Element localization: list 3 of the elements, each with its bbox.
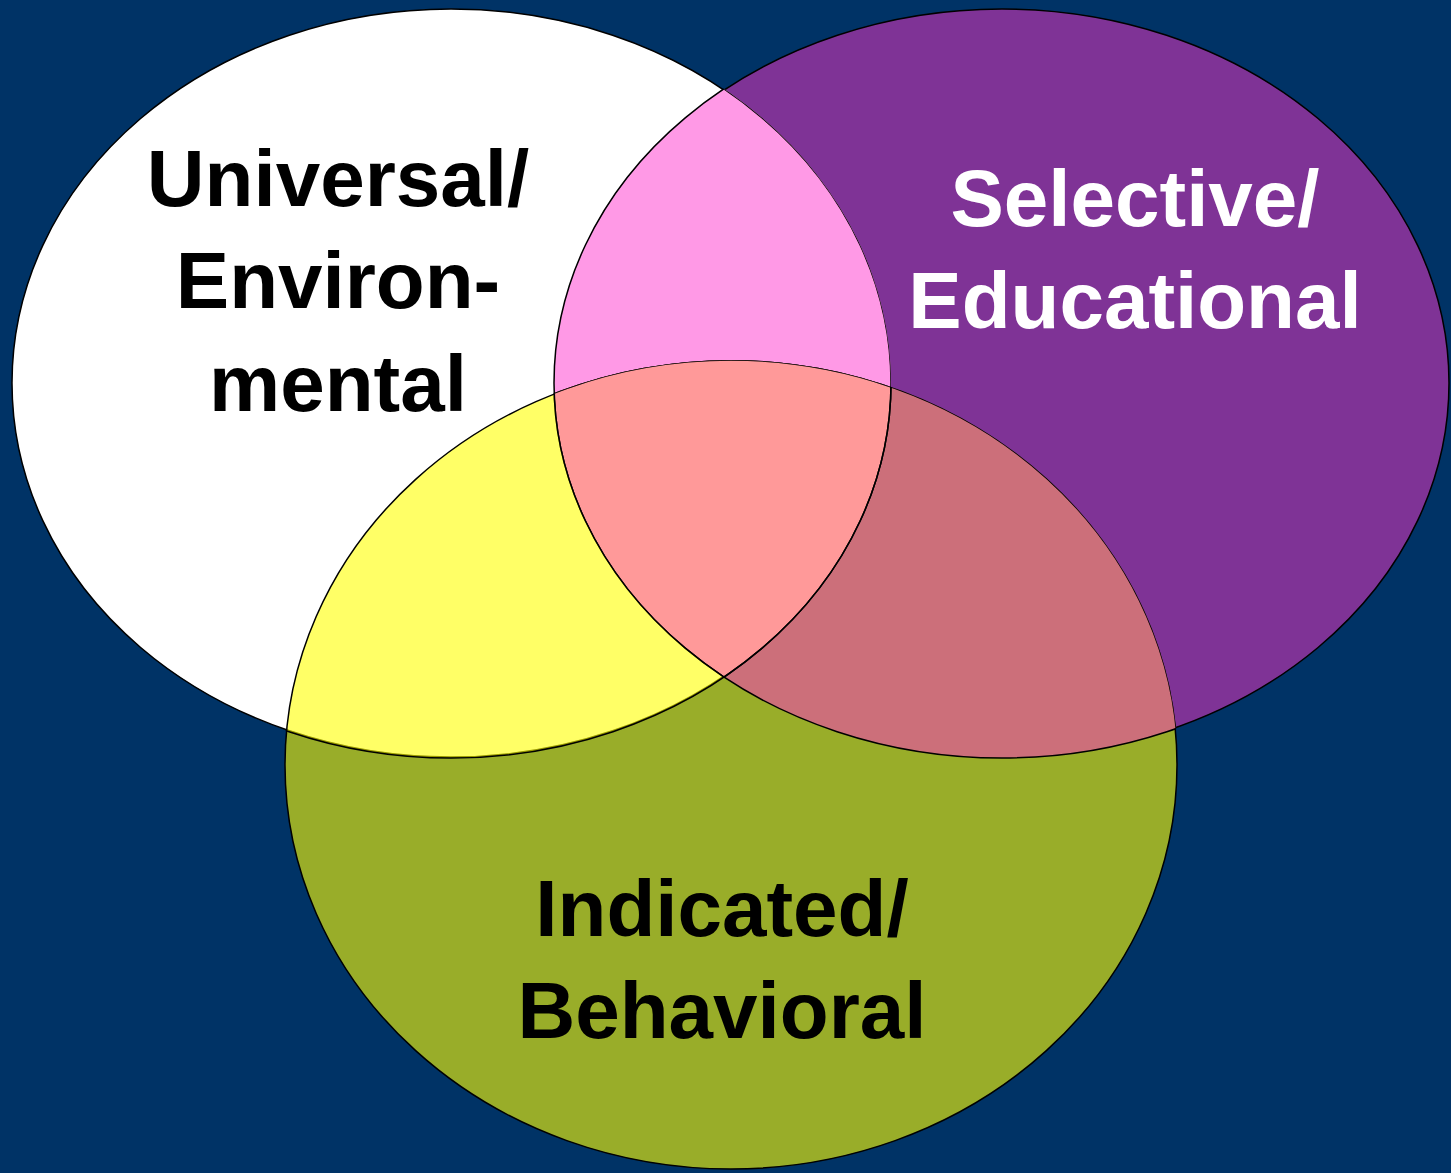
set-label: Universal/ Environ- mental [145, 133, 531, 431]
set-label: Selective/ Educational [907, 152, 1363, 347]
set-label: Indicated/ Behavioral [516, 862, 928, 1057]
